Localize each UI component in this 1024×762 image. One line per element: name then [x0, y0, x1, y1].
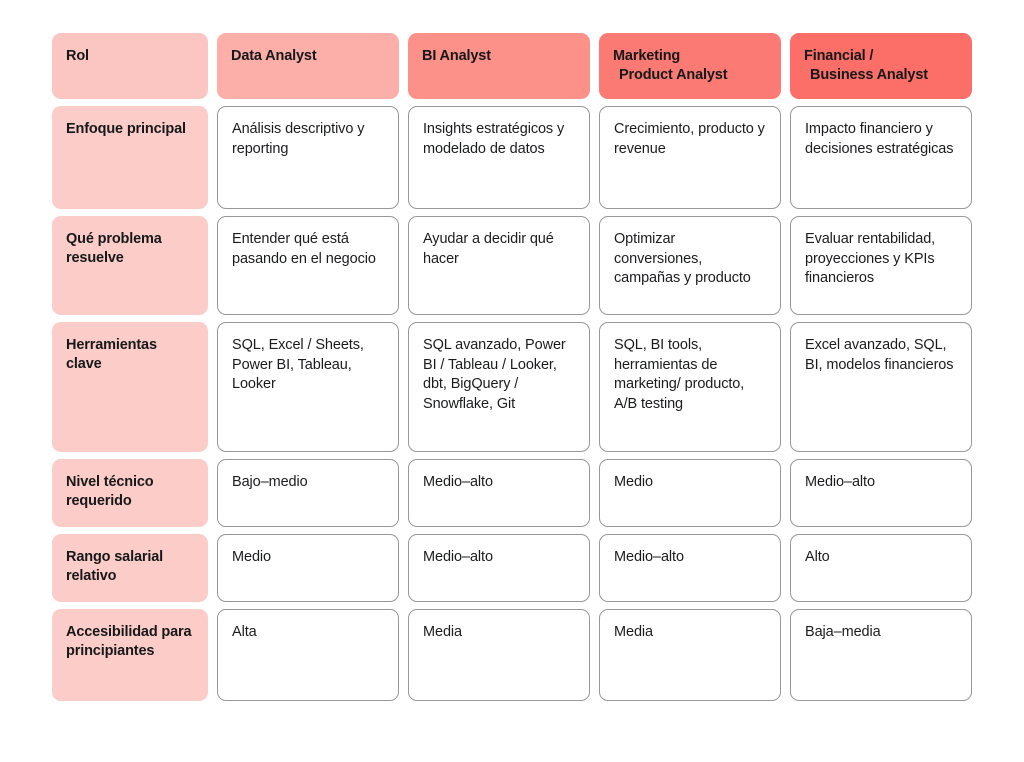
- cell-text: Crecimiento, producto y revenue: [614, 121, 765, 157]
- cell-text: Media: [423, 624, 462, 640]
- cell-text: Medio: [232, 549, 271, 565]
- column-header-label: Marketing: [613, 48, 681, 64]
- cell-text: Alta: [232, 624, 257, 640]
- cell-text: Medio–alto: [423, 549, 493, 565]
- cell-text: Optimizar conversiones, campañas y produ…: [614, 231, 751, 286]
- column-header-label-line2: Product Analyst: [619, 67, 728, 84]
- column-header-data-analyst: Data Analyst: [217, 33, 399, 99]
- table-cell: Medio–alto: [599, 534, 781, 602]
- table-cell: Medio–alto: [408, 459, 590, 527]
- column-header-label-line2: Business Analyst: [810, 67, 928, 84]
- comparison-table: Rol Data Analyst BI Analyst Marketing Pr…: [52, 33, 973, 725]
- row-label-text: Herramientas clave: [66, 337, 157, 373]
- table-cell: Evaluar rentabilidad, proyecciones y KPI…: [790, 216, 972, 315]
- table-cell: SQL, BI tools, herramientas de marketing…: [599, 322, 781, 452]
- table-cell: Impacto financiero y decisiones estratég…: [790, 106, 972, 209]
- table-cell: Media: [408, 609, 590, 701]
- cell-text: Medio–alto: [614, 549, 684, 565]
- table-cell: Bajo–medio: [217, 459, 399, 527]
- cell-text: Evaluar rentabilidad, proyecciones y KPI…: [805, 231, 936, 286]
- cell-text: SQL, BI tools, herramientas de marketing…: [614, 337, 745, 412]
- column-header-label: Financial /: [804, 48, 874, 64]
- cell-text: Entender qué está pasando en el negocio: [232, 231, 376, 267]
- row-label-nivel-tecnico-requerido: Nivel técnico requerido: [52, 459, 208, 527]
- row-label-text: Qué problema resuelve: [66, 231, 162, 267]
- cell-text: Análisis descriptivo y reporting: [232, 121, 365, 157]
- row-label-herramientas-clave: Herramientas clave: [52, 322, 208, 452]
- table-cell: Medio: [599, 459, 781, 527]
- cell-text: Alto: [805, 549, 830, 565]
- cell-text: Medio–alto: [805, 474, 875, 490]
- cell-text: SQL, Excel / Sheets, Power BI, Tableau, …: [232, 337, 364, 392]
- cell-text: Baja–media: [805, 624, 881, 640]
- cell-text: Media: [614, 624, 653, 640]
- row-label-enfoque-principal: Enfoque principal: [52, 106, 208, 209]
- table-cell: Medio–alto: [790, 459, 972, 527]
- table-cell: SQL avanzado, Power BI / Tableau / Looke…: [408, 322, 590, 452]
- column-header-label: Rol: [66, 48, 89, 64]
- row-label-text: Enfoque principal: [66, 121, 186, 137]
- row-label-que-problema-resuelve: Qué problema resuelve: [52, 216, 208, 315]
- table-cell: Medio–alto: [408, 534, 590, 602]
- cell-text: Medio: [614, 474, 653, 490]
- cell-text: SQL avanzado, Power BI / Tableau / Looke…: [423, 337, 566, 412]
- table-cell: Baja–media: [790, 609, 972, 701]
- cell-text: Ayudar a decidir qué hacer: [423, 231, 554, 267]
- row-label-text: Nivel técnico requerido: [66, 474, 154, 510]
- table-cell: Excel avanzado, SQL, BI, modelos financi…: [790, 322, 972, 452]
- row-label-rango-salarial-relativo: Rango salarial relativo: [52, 534, 208, 602]
- table-cell: Entender qué está pasando en el negocio: [217, 216, 399, 315]
- table-cell: SQL, Excel / Sheets, Power BI, Tableau, …: [217, 322, 399, 452]
- column-header-marketing-product-analyst: Marketing Product Analyst: [599, 33, 781, 99]
- column-header-label: BI Analyst: [422, 48, 491, 64]
- column-header-financial-business-analyst: Financial / Business Analyst: [790, 33, 972, 99]
- column-header-rol: Rol: [52, 33, 208, 99]
- cell-text: Medio–alto: [423, 474, 493, 490]
- table-cell: Media: [599, 609, 781, 701]
- cell-text: Impacto financiero y decisiones estratég…: [805, 121, 954, 157]
- column-header-label: Data Analyst: [231, 48, 317, 64]
- table-cell: Análisis descriptivo y reporting: [217, 106, 399, 209]
- row-label-text: Rango salarial relativo: [66, 549, 164, 585]
- cell-text: Insights estratégicos y modelado de dato…: [423, 121, 565, 157]
- column-header-bi-analyst: BI Analyst: [408, 33, 590, 99]
- table-grid: Rol Data Analyst BI Analyst Marketing Pr…: [52, 33, 973, 701]
- table-cell: Crecimiento, producto y revenue: [599, 106, 781, 209]
- table-cell: Insights estratégicos y modelado de dato…: [408, 106, 590, 209]
- row-label-accesibilidad-para-principiantes: Accesibilidad para principiantes: [52, 609, 208, 701]
- table-cell: Optimizar conversiones, campañas y produ…: [599, 216, 781, 315]
- cell-text: Excel avanzado, SQL, BI, modelos financi…: [805, 337, 954, 373]
- table-cell: Medio: [217, 534, 399, 602]
- table-cell: Alto: [790, 534, 972, 602]
- row-label-text: Accesibilidad para principiantes: [66, 624, 192, 660]
- cell-text: Bajo–medio: [232, 474, 308, 490]
- table-cell: Ayudar a decidir qué hacer: [408, 216, 590, 315]
- table-cell: Alta: [217, 609, 399, 701]
